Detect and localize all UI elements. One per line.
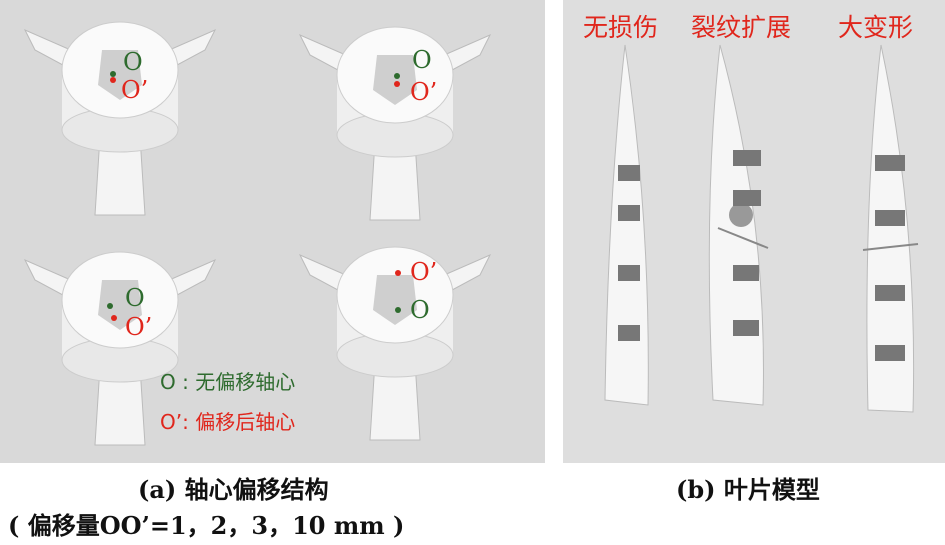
label-o-prime: O’ [125,313,153,341]
label-o-prime: O’ [121,76,149,104]
state-label-deformation: 大变形 [838,13,914,42]
label-o: O [410,296,430,324]
legend-o-prime: O’: 偏移后轴心 [160,410,296,434]
caption-a-subtitle: ( 偏移量OO’=1，2，3，10 mm ) [8,511,405,540]
blade-models-illustration [604,44,919,413]
blade-crack-propagation [708,44,769,406]
label-o: O [412,46,432,74]
rotor-models-illustration [24,21,491,446]
state-label-crack: 裂纹扩展 [691,13,792,42]
caption-b-title: (b) 叶片模型 [676,475,820,504]
label-o-prime: O’ [410,78,438,106]
photo-blade-models: 无损伤 裂纹扩展 大变形 [563,0,945,463]
blade-undamaged [604,44,649,406]
label-o-prime: O’ [410,258,438,286]
blade-large-deformation [862,44,919,413]
legend-o: O : 无偏移轴心 [160,370,296,394]
photo-axis-offset-structures: O O’ O O’ O O’ O’ O O : 无偏移轴心 O’: 偏移后轴心 [0,0,545,463]
caption-a-title: (a) 轴心偏移结构 [138,475,329,504]
state-label-undamaged: 无损伤 [583,13,659,42]
label-o: O [125,284,145,312]
label-o: O [123,48,143,76]
